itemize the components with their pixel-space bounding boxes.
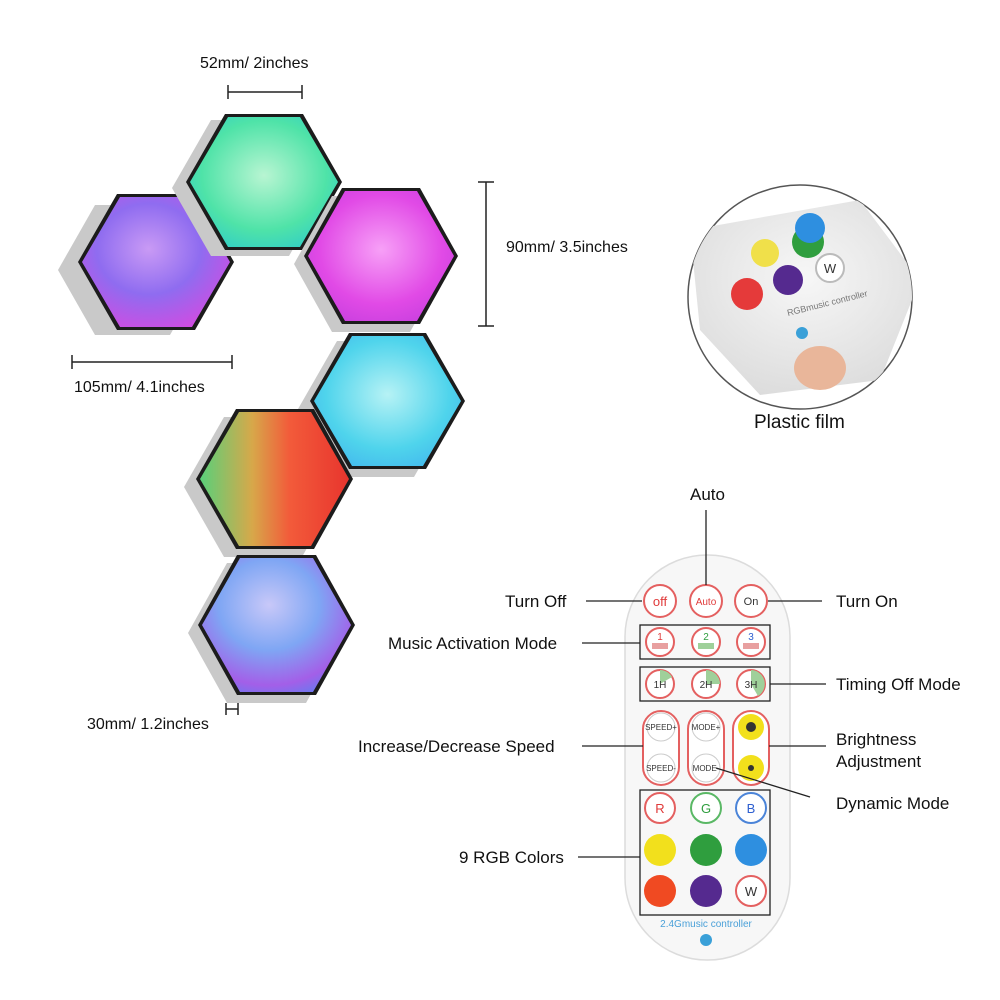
music-mode-1-button[interactable]: 1 [645, 627, 675, 657]
sun-icon [746, 722, 756, 732]
label-brightness-2: Adjustment [836, 752, 922, 771]
mode-up-button[interactable]: MODE+ [691, 712, 721, 742]
on-button[interactable]: On [734, 584, 768, 618]
brightness-down-button[interactable] [738, 755, 764, 781]
brand-logo-icon [700, 934, 712, 946]
dimension-width-label: 52mm/ 2inches [200, 55, 309, 72]
svg-text:2: 2 [703, 632, 709, 643]
green-label-button[interactable]: G [690, 792, 722, 824]
green-button[interactable] [690, 834, 722, 866]
svg-text:R: R [655, 801, 664, 816]
svg-text:Auto: Auto [696, 597, 717, 608]
off-button[interactable]: off [643, 584, 677, 618]
color-grid-frame [639, 789, 771, 916]
brightness-up-button[interactable] [738, 714, 764, 740]
svg-text:On: On [744, 596, 759, 608]
dimension-height-label: 90mm/ 3.5inches [506, 239, 628, 256]
mode-down-button[interactable]: MODE- [691, 753, 721, 783]
svg-text:3: 3 [748, 632, 754, 643]
svg-text:SPEED-: SPEED- [646, 764, 676, 773]
film-logo-icon [796, 327, 808, 339]
film-w-label: W [824, 261, 837, 276]
dimension-lines [71, 85, 494, 715]
timer-3h-button[interactable]: 3H [736, 669, 766, 699]
dimension-across-label: 105mm/ 4.1inches [74, 379, 205, 396]
dimension-depth-label: 30mm/ 1.2inches [87, 716, 209, 733]
red-button[interactable]: R [644, 792, 676, 824]
label-turn-off: Turn Off [505, 592, 567, 611]
music-mode-2-button[interactable]: 2 [691, 627, 721, 657]
label-music-mode: Music Activation Mode [388, 634, 558, 653]
white-button[interactable]: W [735, 875, 767, 907]
purple-button[interactable] [690, 875, 722, 907]
film-red-dot [731, 278, 763, 310]
svg-text:MODE-: MODE- [693, 764, 720, 773]
svg-text:off: off [653, 594, 668, 609]
svg-text:3H: 3H [745, 680, 758, 691]
auto-button[interactable]: Auto [689, 584, 723, 618]
music-row-frame [639, 624, 771, 660]
hex-panel [298, 333, 465, 477]
label-timing-mode: Timing Off Mode [836, 675, 961, 694]
hex-panel [172, 114, 342, 256]
yellow-button[interactable] [644, 834, 676, 866]
label-rgb-colors: 9 RGB Colors [459, 848, 564, 867]
svg-text:G: G [701, 801, 711, 816]
timer-2h-button[interactable]: 2H [691, 669, 721, 699]
blue-label-button[interactable]: B [735, 792, 767, 824]
orange-button[interactable] [644, 875, 676, 907]
svg-text:MODE+: MODE+ [692, 723, 721, 732]
film-yellow-dot [751, 239, 779, 267]
svg-text:1: 1 [657, 632, 663, 643]
svg-text:2H: 2H [700, 680, 713, 691]
speed-up-button[interactable]: SPEED+ [645, 712, 677, 742]
speed-down-button[interactable]: SPEED- [646, 753, 676, 783]
sun-small-icon [748, 765, 754, 771]
remote-footer-text: 2.4Gmusic controller [660, 919, 752, 930]
hex-panel [188, 555, 355, 703]
inset-caption: Plastic film [754, 412, 845, 433]
label-auto: Auto [690, 485, 725, 504]
hex-panel [184, 409, 353, 557]
film-blue-dot [795, 213, 825, 243]
film-w-button [815, 253, 845, 283]
svg-text:B: B [747, 801, 756, 816]
leader-lines [578, 510, 826, 858]
music-mode-3-button[interactable]: 3 [736, 627, 766, 657]
label-turn-on: Turn On [836, 592, 898, 611]
svg-text:W: W [745, 884, 758, 899]
label-speed: Increase/Decrease Speed [358, 737, 555, 756]
label-dynamic-mode: Dynamic Mode [836, 794, 950, 813]
film-purple-dot [773, 265, 803, 295]
svg-text:1H: 1H [654, 680, 667, 691]
hex-panel [294, 188, 458, 332]
timer-1h-button[interactable]: 1H [645, 669, 675, 699]
blue-button[interactable] [735, 834, 767, 866]
svg-text:SPEED+: SPEED+ [645, 723, 677, 732]
label-brightness-1: Brightness [836, 730, 917, 749]
